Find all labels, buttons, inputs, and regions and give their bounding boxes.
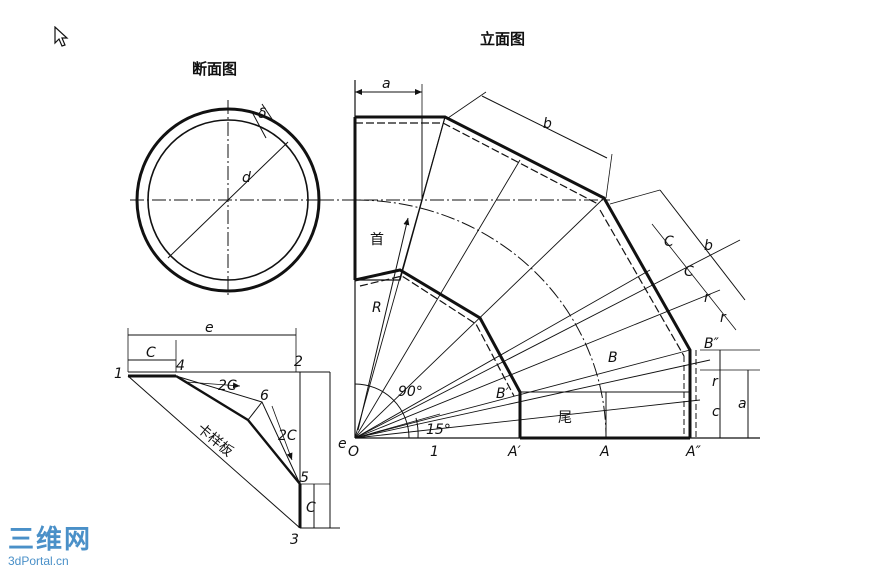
dim-c-top: C: [146, 345, 156, 361]
point-1: 1: [430, 444, 439, 460]
dim-a-top: a: [382, 76, 391, 92]
point-A1: A′: [507, 444, 522, 460]
section-view: [130, 100, 321, 298]
dim-c-bottom: C: [306, 500, 316, 516]
watermark-logo: 三维网 3dPortal.cn: [8, 526, 108, 572]
dim-a-side: a: [738, 396, 747, 412]
elevation-title: 立面图: [480, 30, 525, 48]
dim-c-side: c: [712, 404, 720, 420]
dim-2c-2: 2C: [278, 428, 297, 444]
point-B: B: [608, 350, 618, 366]
label-head: 首: [370, 232, 384, 248]
dim-r1: r: [704, 290, 711, 306]
dim-2c-1: 2C: [218, 378, 237, 394]
watermark-top: 三维网: [8, 525, 93, 555]
label-card: 卡样板: [193, 421, 235, 460]
dim-c2: C: [684, 264, 694, 280]
point-t4: 4: [176, 358, 185, 374]
point-t1: 1: [114, 366, 123, 382]
point-t6: 6: [260, 388, 269, 404]
label-angle15: 15°: [426, 422, 451, 438]
dim-e-side: e: [338, 436, 347, 452]
point-B1: B′: [496, 386, 510, 402]
dim-r2: r: [720, 310, 727, 326]
elevation-view: [353, 80, 760, 440]
point-O: O: [348, 444, 359, 460]
dim-b-right: b: [704, 238, 713, 254]
mouse-cursor-icon: [54, 26, 69, 47]
elevation-labels: a b b C C r r c r a R 首 尾 90° 15° O 1 A′…: [348, 76, 747, 460]
point-t5: 5: [300, 470, 309, 486]
section-title: 断面图: [192, 60, 237, 78]
dim-r-side: r: [712, 374, 719, 390]
template-labels: e e C C 2C 2C 1 2 3 4 5 6 卡样板: [114, 320, 347, 548]
point-B2: B″: [704, 336, 720, 352]
section-d-label: d: [242, 170, 251, 186]
dim-c1: C: [664, 234, 674, 250]
point-A2: A″: [685, 444, 702, 460]
label-tail: 尾: [558, 410, 572, 426]
section-t-label: δ: [258, 106, 267, 122]
point-t2: 2: [294, 354, 303, 370]
template-view: [127, 328, 340, 529]
dim-e-top: e: [205, 320, 214, 336]
label-R: R: [372, 300, 382, 316]
point-A: A: [599, 444, 610, 460]
watermark-bottom: 3dPortal.cn: [8, 554, 69, 568]
point-t3: 3: [290, 532, 299, 548]
label-angle90: 90°: [398, 384, 423, 400]
dim-b-top: b: [543, 116, 552, 132]
